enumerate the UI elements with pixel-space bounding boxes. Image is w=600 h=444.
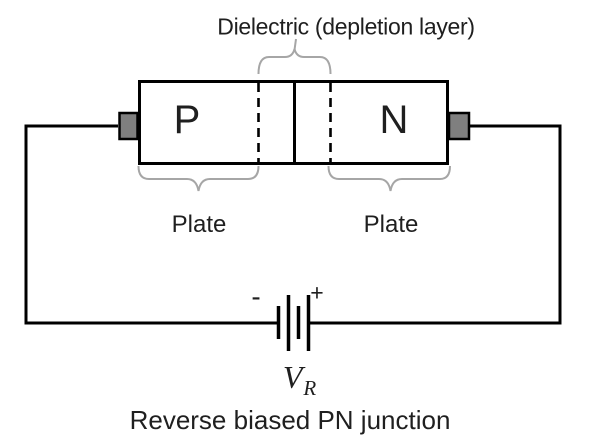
n-region-label: N xyxy=(379,98,409,142)
left-circuit-wire xyxy=(24,124,277,325)
underbrace-left-plate xyxy=(137,165,260,192)
right-terminal-contact xyxy=(447,111,471,141)
battery-positive-sign: + xyxy=(310,279,324,306)
voltage-symbol: V xyxy=(282,359,303,395)
depletion-layer-label: Dielectric (depletion layer) xyxy=(217,13,475,40)
voltage-subscript: R xyxy=(303,376,317,400)
overbrace-depletion xyxy=(257,48,332,75)
p-region-label: P xyxy=(173,98,201,142)
diagram-caption: Reverse biased PN junction xyxy=(129,405,451,435)
overbrace-stem xyxy=(293,38,297,51)
underbrace-right-plate xyxy=(327,165,451,192)
left-terminal-contact xyxy=(118,111,139,141)
right-circuit-wire xyxy=(310,124,562,325)
battery-negative-sign: - xyxy=(251,281,261,312)
right-plate-label: Plate xyxy=(363,211,419,238)
reverse-voltage-label: VR xyxy=(282,359,316,399)
left-plate-label: Plate xyxy=(171,211,227,238)
